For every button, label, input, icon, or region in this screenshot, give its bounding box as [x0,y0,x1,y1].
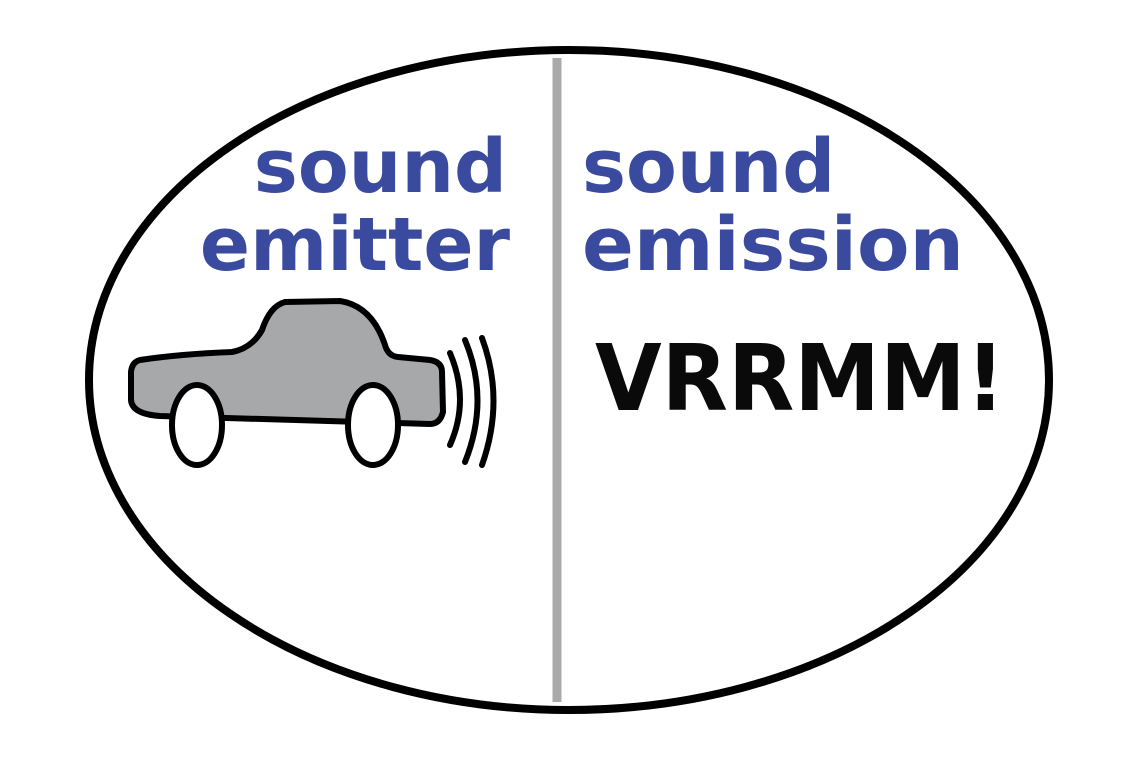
right-label-line2: emission [582,202,964,288]
car-icon [128,298,497,468]
sound-text: VRRMM! [595,325,1005,432]
oval-frame [85,46,1053,714]
left-label-line2: emitter [200,202,511,288]
sound-waves-icon [447,335,497,468]
left-label-line1: sound [254,124,507,210]
rear-wheel [169,382,225,468]
right-label-line1: sound [582,124,835,210]
front-wheel [345,382,401,468]
